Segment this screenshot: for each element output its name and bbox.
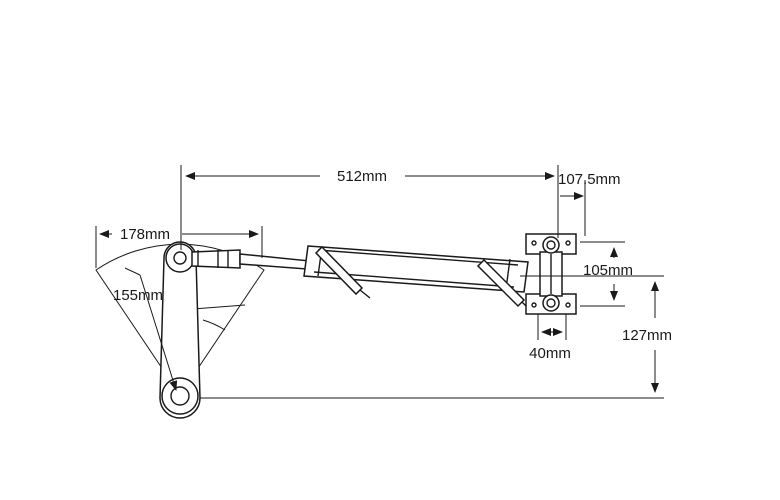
label-base-width: 40mm — [529, 345, 571, 362]
dimension-mount-height: 127mm — [200, 275, 672, 399]
tiller-arm — [159, 241, 201, 419]
mounting-bracket — [525, 233, 577, 315]
label-length: 512mm — [337, 168, 387, 185]
label-tiller-span: 178mm — [120, 226, 170, 243]
dimension-bracket-width: 107.5mm — [558, 171, 621, 236]
dimension-base-width: 40mm — [529, 314, 571, 362]
label-bracket-width: 107.5mm — [558, 171, 621, 188]
label-bracket-height: 105mm — [583, 262, 633, 279]
hose-fitting-left — [314, 245, 371, 299]
label-tiller-radius: 155mm — [113, 287, 163, 304]
dimension-tiller-radius: 155mm — [113, 267, 178, 391]
hydraulic-cylinder — [303, 245, 531, 311]
label-mount-height: 127mm — [622, 327, 672, 344]
dimension-tiller-span: 178mm — [95, 226, 263, 268]
piston-rod — [191, 249, 321, 271]
dimension-bracket-height: 105mm — [580, 241, 633, 307]
dimension-length: 512mm — [180, 165, 559, 250]
